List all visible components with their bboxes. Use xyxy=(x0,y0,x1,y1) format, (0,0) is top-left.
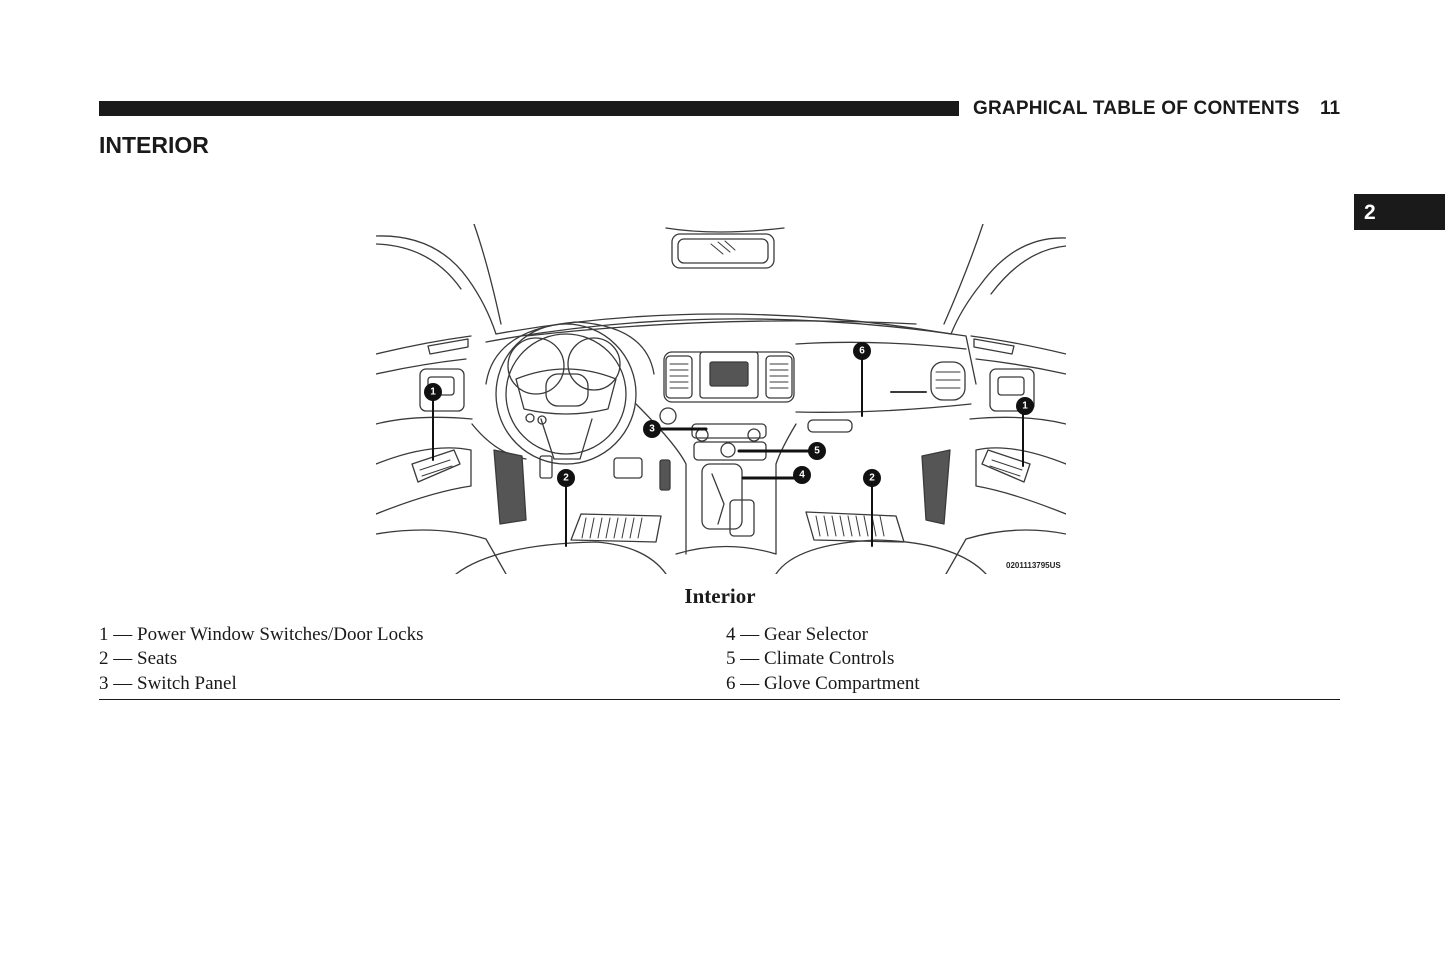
callout-6: 6 xyxy=(853,342,871,360)
section-title: INTERIOR xyxy=(99,132,209,158)
svg-text:1: 1 xyxy=(430,387,436,398)
interior-illustration: 1 1 2 2 3 4 5 6 0201113795US xyxy=(376,224,1066,574)
svg-text:5: 5 xyxy=(814,446,820,457)
callout-3: 3 xyxy=(643,420,661,438)
chapter-tab[interactable]: 2 xyxy=(1354,194,1445,230)
page-number: 11 xyxy=(1320,98,1341,119)
callout-1-right: 1 xyxy=(1016,397,1034,415)
figure-caption: Interior xyxy=(684,584,756,608)
legend-left-column: 1 — Power Window Switches/Door Locks 2 —… xyxy=(99,623,424,696)
legend-item-glove-compartment: 6 — Glove Compartment xyxy=(726,672,920,694)
svg-text:4: 4 xyxy=(799,470,805,481)
header-rule-bar xyxy=(99,101,959,116)
svg-text:2: 2 xyxy=(563,473,569,484)
callout-4: 4 xyxy=(793,466,811,484)
callout-5: 5 xyxy=(808,442,826,460)
svg-text:1: 1 xyxy=(1022,401,1028,412)
svg-text:3: 3 xyxy=(649,424,655,435)
legend-item-seats: 2 — Seats xyxy=(99,648,178,670)
svg-text:6: 6 xyxy=(859,346,865,357)
legend-item-climate-controls: 5 — Climate Controls xyxy=(726,648,895,670)
legend-bottom-rule xyxy=(99,699,1340,700)
svg-text:2: 2 xyxy=(869,473,875,484)
callout-2-left: 2 xyxy=(557,469,575,487)
legend-item-power-window-switches: 1 — Power Window Switches/Door Locks xyxy=(99,624,424,645)
illustration-code: 0201113795US xyxy=(1006,561,1061,570)
callout-1-left: 1 xyxy=(424,383,442,401)
legend-item-gear-selector: 4 — Gear Selector xyxy=(726,624,868,645)
legend-item-switch-panel: 3 — Switch Panel xyxy=(99,672,237,694)
running-header-title: GRAPHICAL TABLE OF CONTENTS xyxy=(973,98,1300,119)
callout-2-right: 2 xyxy=(863,469,881,487)
legend-right-column: 4 — Gear Selector 5 — Climate Controls 6… xyxy=(726,623,920,696)
